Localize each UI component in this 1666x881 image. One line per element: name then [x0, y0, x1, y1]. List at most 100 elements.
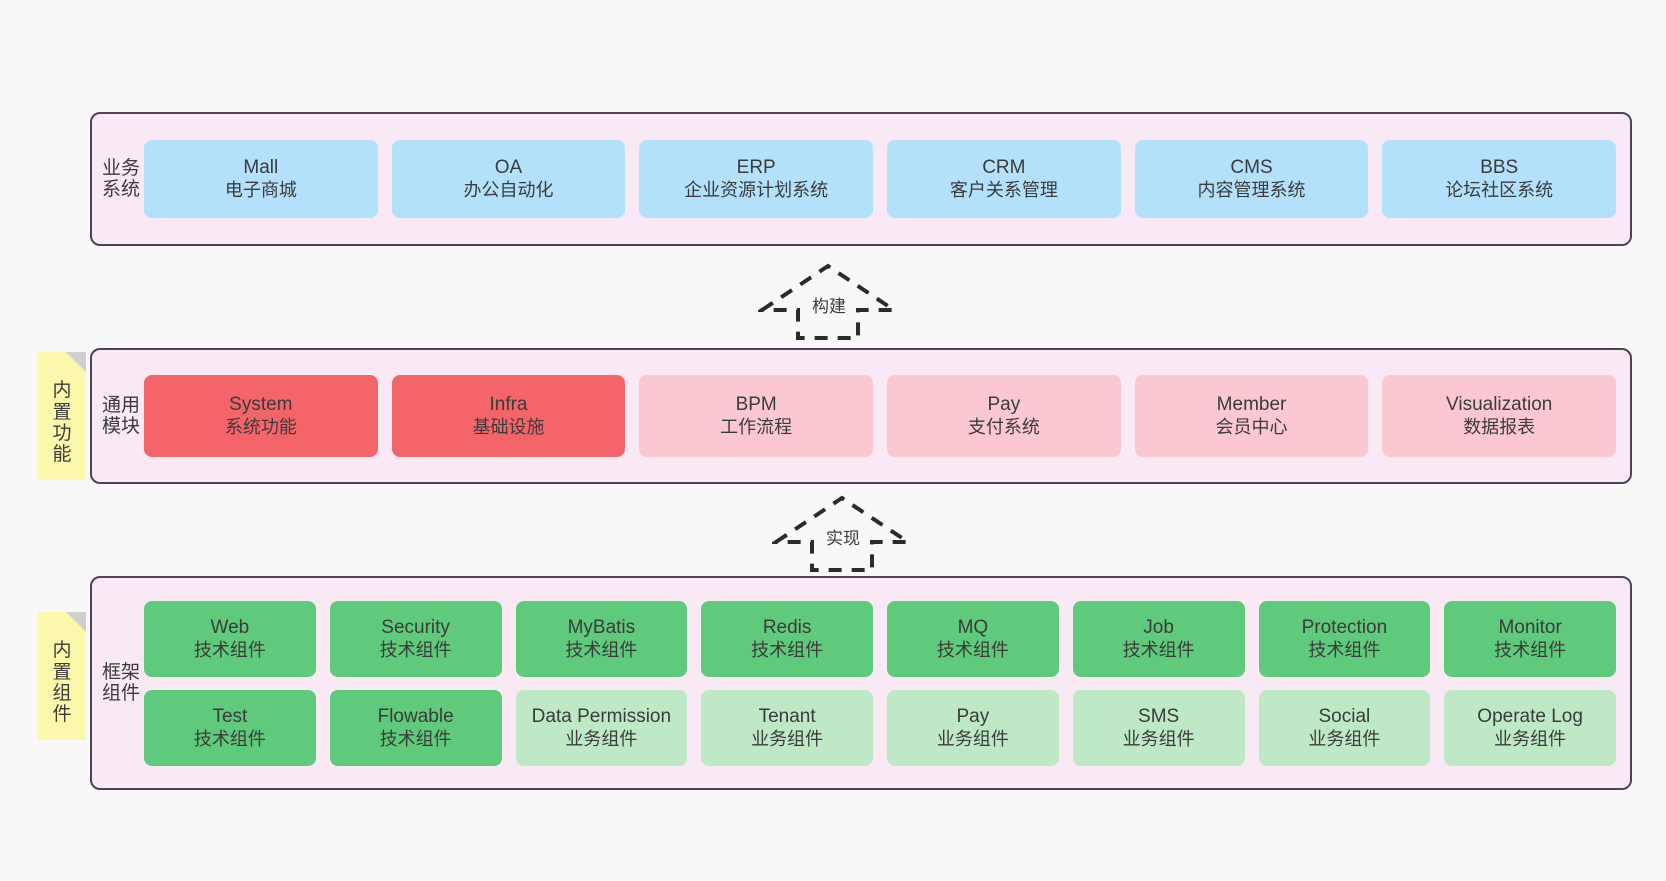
- node-crm[interactable]: CRM 客户关系管理: [887, 140, 1121, 218]
- node-cn-label: 技术组件: [936, 639, 1009, 660]
- node-en-label: CMS: [1230, 157, 1273, 179]
- node-cn-label: 技术组件: [565, 639, 638, 660]
- node-protection[interactable]: Protection 技术组件: [1258, 600, 1431, 677]
- node-erp[interactable]: ERP 企业资源计划系统: [639, 140, 874, 218]
- node-en-label: Pay: [956, 705, 990, 727]
- node-en-label: Social: [1318, 705, 1371, 727]
- node-sms[interactable]: SMS 业务组件: [1072, 689, 1245, 766]
- node-cms[interactable]: CMS 内容管理系统: [1134, 140, 1369, 218]
- node-oa[interactable]: OA 办公自动化: [391, 140, 626, 218]
- note-label: 内置组件: [52, 640, 72, 726]
- node-system[interactable]: System 系统功能: [144, 375, 378, 457]
- node-cn-label: 技术组件: [193, 728, 266, 749]
- node-en-label: System: [229, 394, 293, 416]
- layer-body-business: Mall 电子商城 OA 办公自动化 ERP 企业资源计划系统 CRM 客户关系…: [140, 140, 1630, 218]
- layer-title-framework: 框架组件: [102, 661, 141, 704]
- node-en-label: Web: [210, 616, 250, 638]
- node-mybatis[interactable]: MyBatis 技术组件: [515, 600, 688, 677]
- layer-body-framework: Web 技术组件 Security 技术组件 MyBatis 技术组件 Redi…: [140, 600, 1630, 766]
- node-bpm[interactable]: BPM 工作流程: [639, 375, 874, 457]
- node-cn-label: 支付系统: [967, 417, 1040, 438]
- layer-common-module: 通用模块 System 系统功能 Infra 基础设施 BPM 工作流程 Pay…: [90, 348, 1632, 484]
- node-cn-label: 业务组件: [1494, 728, 1567, 749]
- layer-framework-component: 框架组件 Web 技术组件 Security 技术组件 MyBatis 技术组件…: [90, 576, 1632, 790]
- note-label: 内置功能: [52, 380, 72, 466]
- node-en-label: ERP: [736, 157, 776, 179]
- node-row: Test 技术组件 Flowable 技术组件 Data Permission …: [144, 689, 1616, 766]
- node-en-label: Visualization: [1446, 394, 1553, 416]
- node-bbs[interactable]: BBS 论坛社区系统: [1382, 140, 1617, 218]
- node-en-label: CRM: [982, 157, 1026, 179]
- node-en-label: Protection: [1301, 616, 1388, 638]
- node-tenant[interactable]: Tenant 业务组件: [701, 689, 873, 766]
- arrow-build-label: 构建: [812, 297, 846, 316]
- node-cn-label: 业务组件: [1122, 728, 1195, 749]
- node-cn-label: 技术组件: [1494, 639, 1567, 660]
- node-member[interactable]: Member 会员中心: [1134, 375, 1369, 457]
- node-pay-component[interactable]: Pay 业务组件: [887, 689, 1059, 766]
- node-cn-label: 技术组件: [379, 728, 452, 749]
- node-en-label: Tenant: [758, 705, 816, 727]
- node-cn-label: 技术组件: [379, 639, 452, 660]
- node-cn-label: 办公自动化: [463, 180, 554, 201]
- node-en-label: Infra: [489, 394, 528, 416]
- layer-business-system: 业务系统 Mall 电子商城 OA 办公自动化 ERP 企业资源计划系统 CRM…: [90, 112, 1632, 246]
- node-job[interactable]: Job 技术组件: [1072, 600, 1245, 677]
- node-en-label: Flowable: [377, 705, 454, 727]
- note-builtin-component: 内置组件: [38, 612, 86, 740]
- note-fold-corner: [66, 352, 86, 372]
- node-cn-label: 技术组件: [1308, 639, 1381, 660]
- node-flowable[interactable]: Flowable 技术组件: [329, 689, 502, 766]
- arrow-build: [755, 258, 908, 342]
- note-fold-corner: [66, 612, 86, 632]
- node-cn-label: 论坛社区系统: [1445, 180, 1554, 201]
- note-builtin-function: 内置功能: [38, 352, 86, 480]
- node-visualization[interactable]: Visualization 数据报表: [1382, 375, 1617, 457]
- node-en-label: OA: [494, 157, 523, 179]
- node-en-label: BPM: [735, 394, 777, 416]
- node-monitor[interactable]: Monitor 技术组件: [1444, 600, 1616, 677]
- node-en-label: Security: [381, 616, 450, 638]
- node-cn-label: 系统功能: [224, 417, 297, 438]
- node-redis[interactable]: Redis 技术组件: [701, 600, 873, 677]
- node-data-permission[interactable]: Data Permission 业务组件: [515, 689, 688, 766]
- node-test[interactable]: Test 技术组件: [144, 689, 316, 766]
- node-cn-label: 业务组件: [936, 728, 1009, 749]
- node-cn-label: 数据报表: [1463, 417, 1536, 438]
- node-cn-label: 企业资源计划系统: [684, 180, 829, 201]
- node-cn-label: 内容管理系统: [1197, 180, 1306, 201]
- node-en-label: BBS: [1480, 157, 1519, 179]
- node-cn-label: 业务组件: [1308, 728, 1381, 749]
- node-cn-label: 基础设施: [472, 417, 545, 438]
- layer-body-module: System 系统功能 Infra 基础设施 BPM 工作流程 Pay 支付系统…: [140, 375, 1630, 457]
- arrow-implement: [769, 490, 922, 574]
- node-en-label: SMS: [1138, 705, 1180, 727]
- layer-title-module: 通用模块: [102, 394, 141, 437]
- node-security[interactable]: Security 技术组件: [329, 600, 502, 677]
- node-cn-label: 会员中心: [1215, 417, 1288, 438]
- node-en-label: Test: [212, 705, 248, 727]
- node-mall[interactable]: Mall 电子商城: [144, 140, 378, 218]
- node-pay[interactable]: Pay 支付系统: [887, 375, 1121, 457]
- node-en-label: Pay: [987, 394, 1021, 416]
- node-row: Web 技术组件 Security 技术组件 MyBatis 技术组件 Redi…: [144, 600, 1616, 677]
- node-en-label: Member: [1216, 394, 1287, 416]
- node-cn-label: 技术组件: [193, 639, 266, 660]
- node-en-label: MyBatis: [567, 616, 636, 638]
- node-en-label: Operate Log: [1477, 705, 1583, 727]
- node-infra[interactable]: Infra 基础设施: [391, 375, 626, 457]
- node-mq[interactable]: MQ 技术组件: [887, 600, 1059, 677]
- node-en-label: Redis: [762, 616, 812, 638]
- node-web[interactable]: Web 技术组件: [144, 600, 316, 677]
- node-en-label: Job: [1143, 616, 1174, 638]
- node-social[interactable]: Social 业务组件: [1258, 689, 1431, 766]
- arrow-build-icon: [755, 263, 901, 340]
- node-cn-label: 工作流程: [720, 417, 793, 438]
- node-cn-label: 业务组件: [751, 728, 824, 749]
- node-en-label: Monitor: [1498, 616, 1562, 638]
- node-row: System 系统功能 Infra 基础设施 BPM 工作流程 Pay 支付系统…: [144, 375, 1617, 457]
- node-operate-log[interactable]: Operate Log 业务组件: [1444, 689, 1616, 766]
- node-en-label: Mall: [243, 157, 279, 179]
- node-cn-label: 技术组件: [1122, 639, 1195, 660]
